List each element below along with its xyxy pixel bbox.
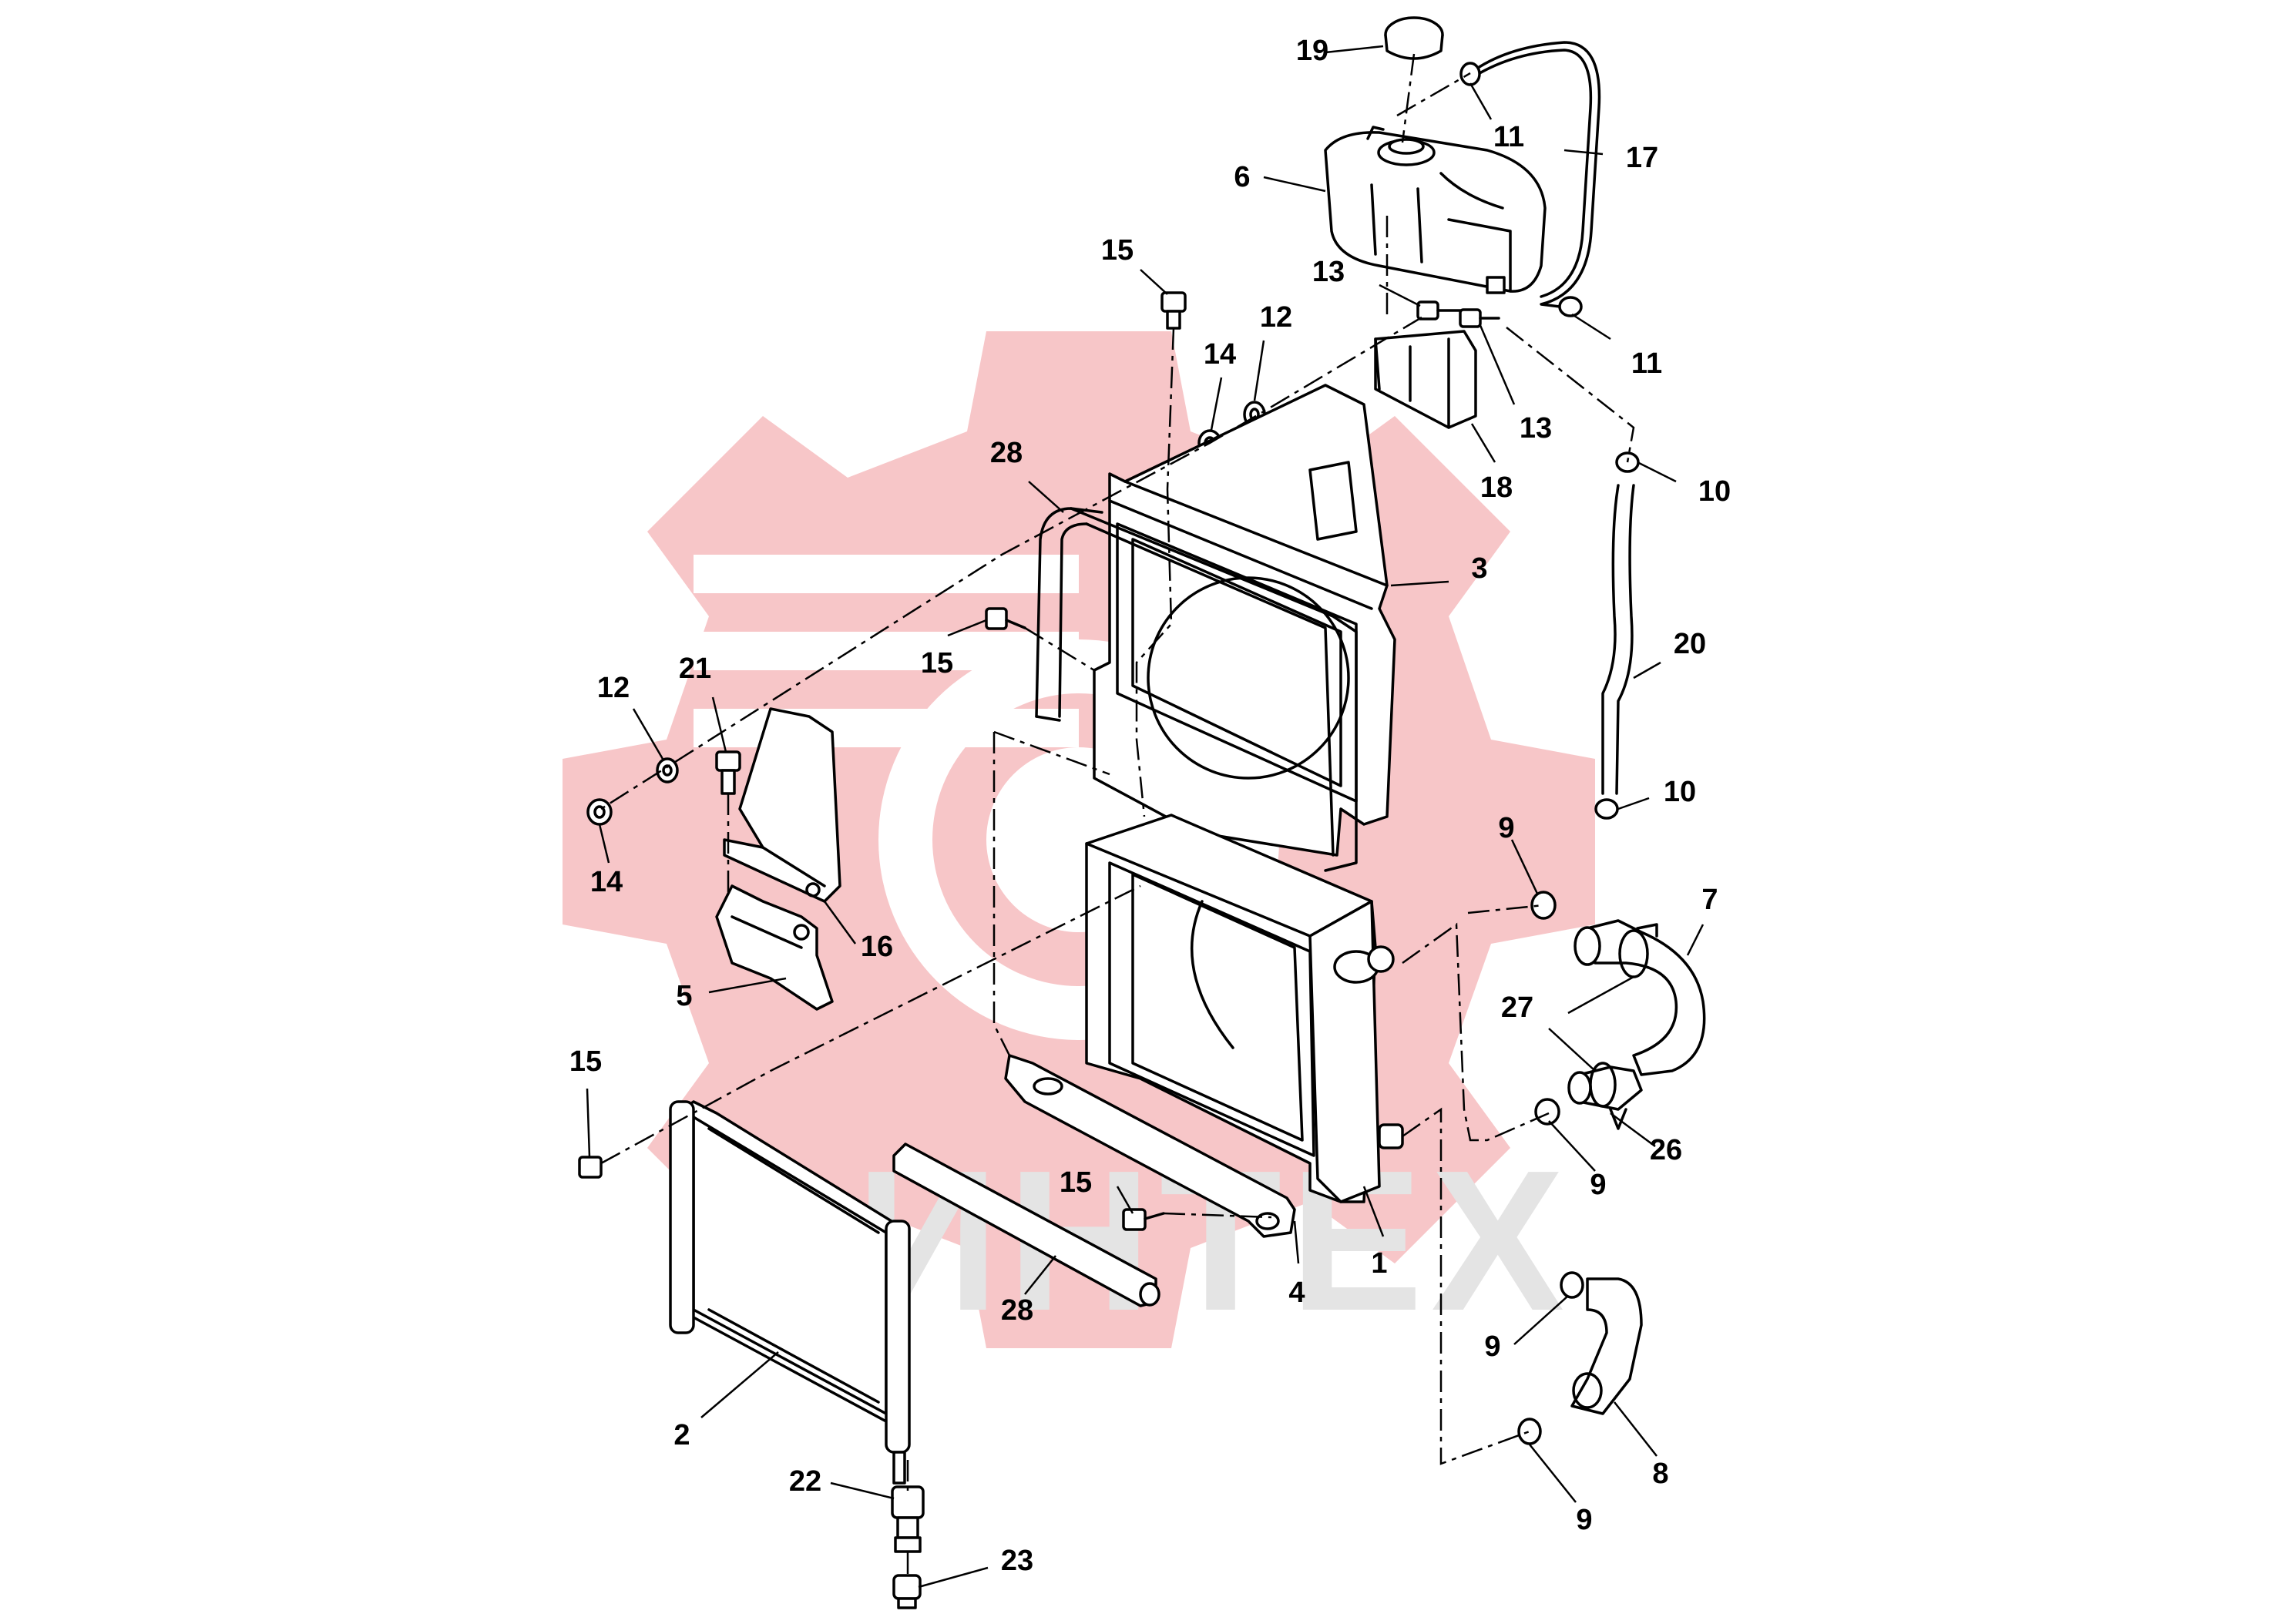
callout-21: 21 bbox=[679, 653, 711, 685]
part-7-upper-hose bbox=[1574, 919, 1706, 1076]
callout-13-left: 13 bbox=[1312, 256, 1345, 288]
callout-14-top: 14 bbox=[1204, 338, 1236, 371]
part-14-nut-left bbox=[586, 798, 613, 826]
part-8-lower-hose bbox=[1570, 1277, 1643, 1415]
part-15-bolt-mid bbox=[985, 607, 1026, 630]
callout-11-lower: 11 bbox=[1631, 347, 1662, 380]
part-9-clamp-upper bbox=[1530, 891, 1557, 920]
callout-4: 4 bbox=[1288, 1277, 1305, 1309]
callout-8: 8 bbox=[1652, 1458, 1668, 1490]
part-21-bolt bbox=[715, 750, 741, 795]
callout-7: 7 bbox=[1701, 884, 1718, 916]
part-4-lower-bracket bbox=[1004, 1054, 1296, 1238]
callout-27: 27 bbox=[1501, 992, 1533, 1024]
part-20-hose bbox=[1601, 484, 1635, 795]
part-15-bolt-lower-left bbox=[578, 1156, 603, 1179]
part-23-drain-plug bbox=[892, 1574, 922, 1609]
callout-12-top: 12 bbox=[1260, 301, 1292, 334]
callout-26: 26 bbox=[1650, 1134, 1682, 1166]
callout-9-lower-top: 9 bbox=[1484, 1330, 1500, 1363]
part-9-clamp-lower-bottom bbox=[1517, 1418, 1542, 1445]
part-26-connector bbox=[1567, 1065, 1643, 1111]
callout-23: 23 bbox=[1001, 1545, 1033, 1577]
callout-10-top: 10 bbox=[1698, 475, 1731, 508]
callout-6: 6 bbox=[1234, 161, 1250, 193]
callout-10-bottom: 10 bbox=[1664, 776, 1696, 808]
assembly-center-lines bbox=[600, 53, 1635, 1575]
part-11-hose-clamp-lower bbox=[1558, 296, 1583, 317]
part-13-bolt-right bbox=[1459, 308, 1500, 328]
part-22-drain-fitting bbox=[891, 1485, 925, 1553]
callout-19: 19 bbox=[1296, 35, 1328, 67]
callout-2: 2 bbox=[673, 1419, 690, 1451]
part-17-overflow-hose bbox=[1474, 41, 1601, 310]
part-5-bracket bbox=[715, 884, 834, 1011]
part-18-tank-bracket bbox=[1374, 330, 1477, 429]
callout-17: 17 bbox=[1626, 142, 1658, 174]
callout-28-upper: 28 bbox=[990, 437, 1023, 469]
leader-lines bbox=[586, 45, 1705, 1589]
part-15-bolt-lower-mid bbox=[1122, 1208, 1165, 1231]
part-28-seal-upper bbox=[1035, 507, 1358, 872]
part-16-bracket bbox=[723, 707, 841, 903]
callout-3: 3 bbox=[1471, 552, 1487, 585]
part-3-fan-shroud bbox=[1093, 384, 1396, 857]
callout-22: 22 bbox=[789, 1465, 821, 1498]
callout-14-left: 14 bbox=[590, 866, 623, 898]
part-15-bolt-top bbox=[1160, 291, 1187, 330]
part-9-clamp-lower-top bbox=[1560, 1271, 1584, 1299]
part-9-clamp-middle bbox=[1534, 1098, 1560, 1126]
part-6-expansion-tank bbox=[1324, 126, 1547, 294]
callout-15-lower-left: 15 bbox=[569, 1045, 602, 1078]
callout-1: 1 bbox=[1371, 1247, 1387, 1280]
part-1-radiator-frame bbox=[1085, 814, 1404, 1203]
callout-28-lower: 28 bbox=[1001, 1294, 1033, 1327]
part-2-radiator-core bbox=[669, 1100, 911, 1485]
part-19-filler-cap bbox=[1384, 16, 1444, 60]
callout-12-left: 12 bbox=[597, 672, 630, 704]
part-13-bolt-left bbox=[1416, 300, 1466, 320]
part-28-seal-lower bbox=[892, 1143, 1160, 1307]
callout-labels: 19 11 17 6 15 13 12 11 14 13 28 18 10 3 … bbox=[569, 35, 1731, 1577]
callout-20: 20 bbox=[1674, 628, 1706, 660]
callout-9-upper: 9 bbox=[1498, 812, 1514, 844]
callout-9-lower-bottom: 9 bbox=[1576, 1504, 1592, 1536]
callout-15-lower-mid: 15 bbox=[1060, 1166, 1092, 1199]
callout-11-top: 11 bbox=[1493, 121, 1524, 153]
callout-16: 16 bbox=[861, 931, 893, 963]
part-10-clamp-bottom bbox=[1594, 798, 1619, 820]
callout-18: 18 bbox=[1480, 471, 1513, 504]
part-12-washer-left bbox=[656, 757, 679, 783]
callout-15-mid: 15 bbox=[921, 647, 953, 679]
callout-13-right: 13 bbox=[1520, 412, 1552, 445]
callout-5: 5 bbox=[676, 980, 692, 1012]
callout-15-top: 15 bbox=[1101, 234, 1134, 267]
callout-9-middle: 9 bbox=[1590, 1169, 1606, 1201]
